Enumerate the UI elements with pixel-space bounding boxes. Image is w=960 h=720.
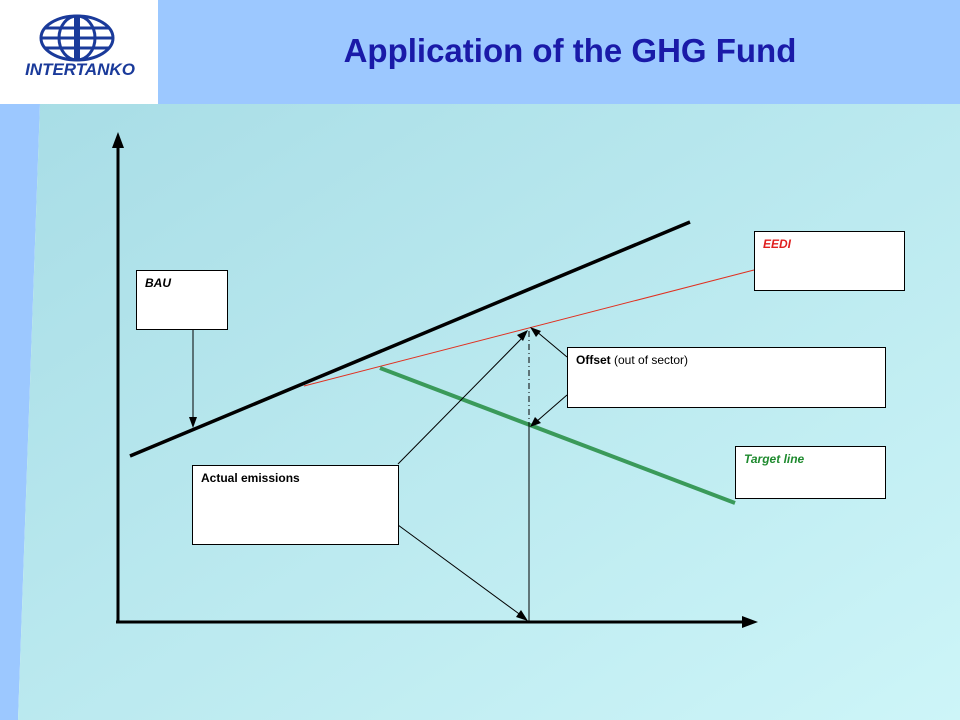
- connectors: [189, 327, 568, 622]
- y-axis-arrowhead: [112, 132, 124, 148]
- globe-icon: [39, 14, 115, 62]
- bau-label-box: BAU: [136, 270, 228, 330]
- eedi-label-box: EEDI: [754, 231, 905, 291]
- logo-text: INTERTANKO: [25, 60, 135, 79]
- actual-upper-connector: [397, 335, 525, 465]
- offset-label-rest: (out of sector): [610, 353, 689, 367]
- bau-connector-arrowhead: [189, 417, 197, 428]
- actual-lower-connector: [397, 524, 523, 617]
- header-band: [0, 0, 960, 104]
- offset-label-bold: Offset: [576, 353, 611, 367]
- actual-upper-arrowhead: [517, 330, 528, 341]
- slide-title: Application of the GHG Fund: [343, 32, 797, 69]
- left-stripe: [0, 104, 40, 720]
- x-axis-arrowhead: [742, 616, 758, 628]
- offset-upper-connector: [535, 330, 568, 358]
- content-area: [18, 104, 960, 720]
- eedi-line: [303, 269, 755, 387]
- offset-label-box: Offset (out of sector): [567, 347, 886, 408]
- bau-label: BAU: [145, 276, 171, 290]
- actual-emissions-label-box: Actual emissions: [192, 465, 399, 545]
- offset-upper-arrowhead: [530, 327, 541, 337]
- bau-line: [129, 220, 691, 458]
- axes: [112, 132, 758, 628]
- target-line: [379, 366, 736, 505]
- offset-lower-connector: [535, 394, 568, 423]
- actual-lower-arrowhead: [516, 610, 528, 621]
- target-line-label-box: Target line: [735, 446, 886, 499]
- offset-lower-arrowhead: [530, 417, 541, 427]
- actual-emissions-label: Actual emissions: [201, 471, 300, 485]
- target-line-label: Target line: [744, 452, 805, 466]
- eedi-label: EEDI: [763, 237, 792, 251]
